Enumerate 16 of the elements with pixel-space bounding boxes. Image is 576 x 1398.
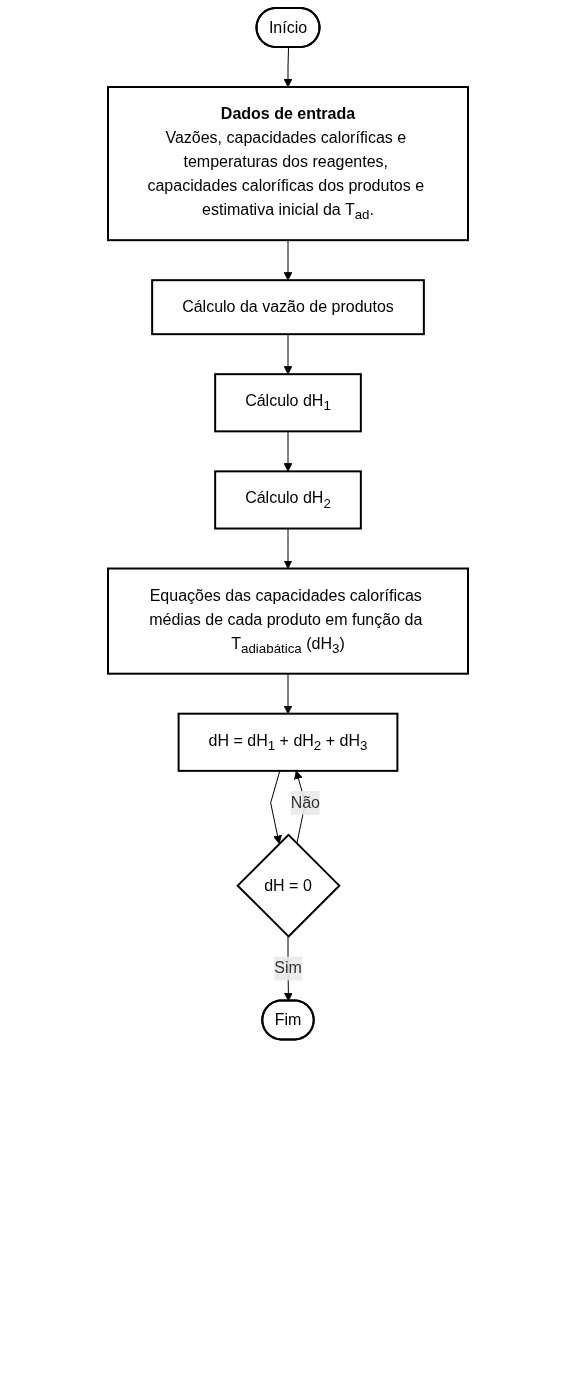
node-diamond: dH = 0 <box>236 833 341 938</box>
arrow <box>283 673 293 715</box>
node-box: Cálculo da vazão de produtos <box>151 279 425 336</box>
arrow <box>283 239 293 281</box>
arrow <box>283 528 293 569</box>
node-box: Equações das capacidades caloríficas médias de cada produto em função da T$_{adiabática}$ (dH$_{3}$) <box>107 567 469 675</box>
node-box: Cálculo dH$_{1}$ <box>214 373 362 433</box>
node-box: Dados de entrada Vazões, capacidades caloríficas e temperaturas dos reagentes, capacidades caloríficas dos produtos e estimativa inicial da T$_{ad}$. <box>107 86 469 242</box>
edge-label: Sim <box>274 959 302 977</box>
arrow <box>283 333 293 375</box>
arrow <box>283 47 293 88</box>
node-box: Cálculo dH$_{2}$ <box>214 470 362 530</box>
arrow <box>270 770 282 845</box>
node-box: dH = dH$_{1}$ + dH$_{2}$ + dH$_{3}$ <box>177 712 399 772</box>
arrow <box>283 430 293 472</box>
edge-label: Não <box>290 793 321 811</box>
